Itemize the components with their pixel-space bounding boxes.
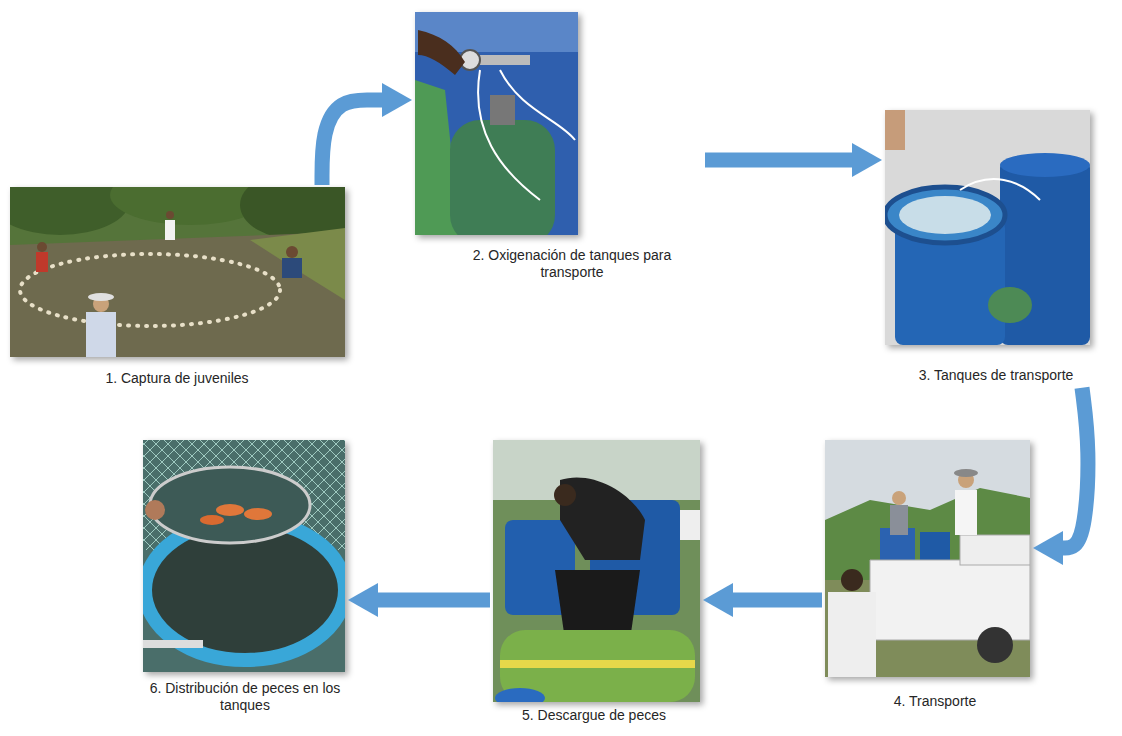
- pond-photo-part: [286, 246, 298, 258]
- photo-step: 3. Tanques de transporte: [885, 110, 1090, 345]
- oxygen-photo-part: [450, 120, 555, 235]
- flow-arrow: [322, 100, 382, 185]
- tanks-photo-part: [899, 196, 991, 234]
- photo-step: 2. Oxigenación de tanques para transport…: [415, 12, 578, 235]
- truck-photo-part: [825, 440, 1030, 677]
- basin-photo: [143, 440, 345, 672]
- truck-photo: [825, 440, 1030, 677]
- truck-photo-part: [892, 491, 906, 505]
- photo-step: 6. Distribución de peces en los tanques: [143, 440, 345, 672]
- photo-shadow-part: [493, 440, 700, 702]
- flow-arrow: [1063, 388, 1088, 548]
- basin-photo-part: [244, 508, 272, 520]
- truck-photo-part: [954, 469, 978, 477]
- basin-photo-part: [216, 504, 244, 516]
- flow-arrow: [705, 153, 852, 168]
- tanks-photo-part: [988, 287, 1032, 323]
- tanks-photo-part: [960, 179, 1040, 200]
- truck-photo-part: [920, 532, 950, 564]
- step-caption: 1. Captura de juveniles: [105, 370, 248, 387]
- photo-shadow-part: [825, 440, 1030, 677]
- photo-step: 1. Captura de juveniles: [10, 187, 345, 357]
- tanks-photo-part: [1000, 153, 1090, 177]
- pond-photo: [10, 187, 345, 357]
- basin-photo-part: [150, 467, 310, 543]
- unload-photo-part: [493, 440, 700, 702]
- pond-photo-part: [37, 242, 47, 252]
- pond-photo-part: [36, 252, 48, 272]
- truck-photo-part: [955, 490, 977, 535]
- oxygen-photo-part: [418, 30, 465, 75]
- unload-photo-part: [555, 570, 640, 640]
- truck-photo-part: [870, 560, 1030, 640]
- truck-photo-part: [960, 535, 1030, 565]
- pond-photo-part: [165, 220, 175, 240]
- truck-photo-part: [828, 592, 876, 677]
- tanks-photo-part: [885, 110, 905, 150]
- flow-arrow: [378, 593, 490, 608]
- unload-photo-part: [554, 484, 576, 506]
- basin-photo-part: [200, 515, 224, 525]
- step-caption: 4. Transporte: [894, 693, 977, 710]
- flow-arrow: [733, 593, 822, 608]
- photo-step: 4. Transporte: [825, 440, 1030, 677]
- photo-shadow-part: [143, 440, 345, 672]
- tanks-photo-part: [885, 187, 1005, 243]
- pond-photo-part: [10, 232, 345, 357]
- photo-step: 5. Descargue de peces: [493, 440, 700, 702]
- oxygen-photo: [415, 12, 578, 235]
- truck-photo-part: [977, 627, 1013, 663]
- tanks-photo-part: [885, 110, 1090, 345]
- basin-photo-part: [143, 440, 345, 672]
- unload-photo-part: [495, 688, 545, 702]
- oxygen-photo-part: [490, 95, 515, 125]
- unload-photo-part: [500, 660, 695, 668]
- oxygen-photo-part: [478, 70, 575, 200]
- basin-photo-part: [145, 500, 165, 520]
- step-caption: 6. Distribución de peces en los tanques: [145, 680, 345, 714]
- pond-photo-part: [88, 293, 114, 301]
- photo-shadow-part: [885, 110, 1090, 345]
- truck-photo-part: [841, 569, 863, 591]
- pond-photo-part: [282, 258, 302, 278]
- step-caption: 3. Tanques de transporte: [919, 367, 1074, 384]
- step-caption: 2. Oxigenación de tanques para transport…: [442, 247, 702, 281]
- pond-photo-part: [250, 228, 345, 300]
- truck-photo-part: [890, 505, 908, 535]
- pond-photo-part: [86, 312, 116, 357]
- step-caption: 5. Descargue de peces: [522, 707, 666, 724]
- basin-photo-part: [143, 640, 203, 648]
- photo-shadow: [10, 12, 1090, 702]
- pond-photo-part: [20, 254, 280, 326]
- unload-photo: [493, 440, 700, 702]
- pond-photo-part: [166, 211, 174, 219]
- tanks-photo: [885, 110, 1090, 345]
